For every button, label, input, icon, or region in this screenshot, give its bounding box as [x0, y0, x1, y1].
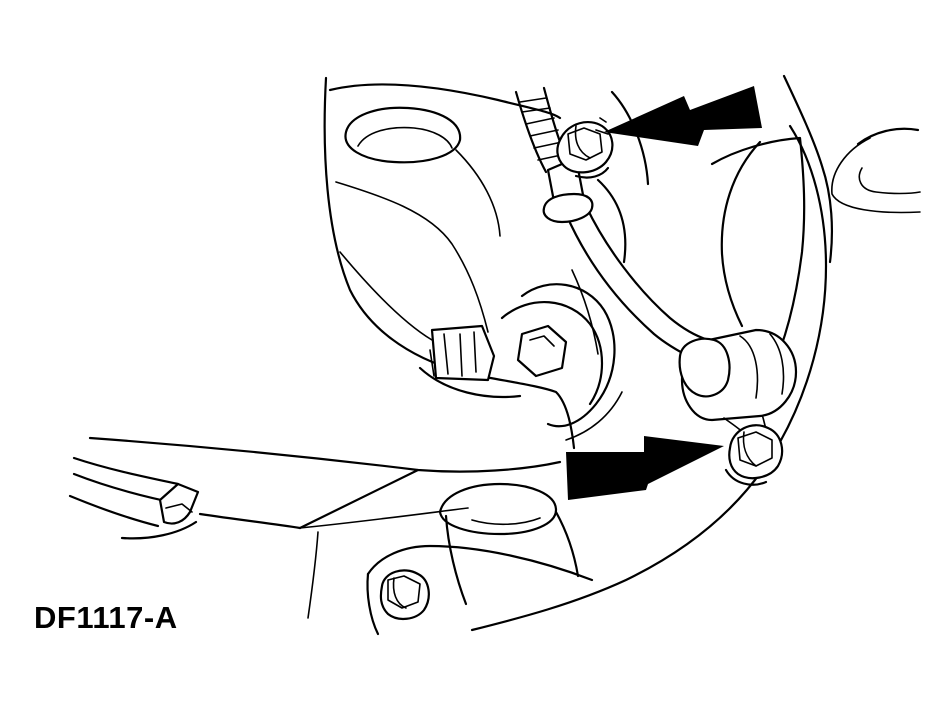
lower-callout-arrow [566, 436, 724, 500]
pin-fitting [418, 324, 522, 399]
upper-callout-arrow [604, 86, 762, 146]
knuckle-casting [323, 76, 650, 450]
steering-arm [710, 74, 921, 376]
caliper-boss [500, 283, 623, 441]
upper-bracket-bolt [556, 117, 614, 179]
control-arm [68, 436, 562, 619]
ball-joint [438, 482, 580, 606]
figure-id-label: DF1117-A [34, 600, 178, 635]
lower-bolt [724, 424, 784, 486]
brake-hose [514, 86, 798, 439]
lower-plate [366, 544, 594, 636]
